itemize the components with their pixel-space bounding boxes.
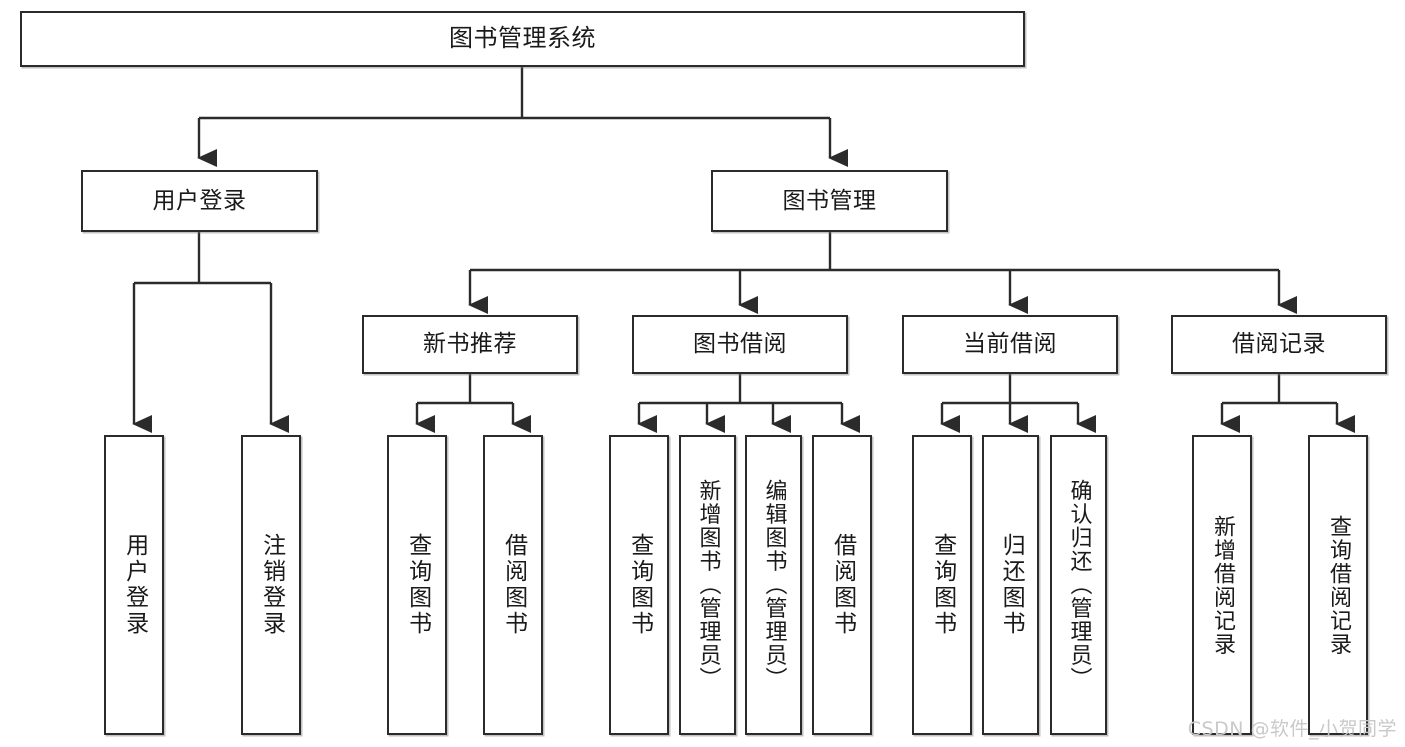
- node-label: 用户登录: [152, 187, 247, 214]
- leaf-user-login-logout[interactable]: 注销登录: [241, 435, 301, 735]
- leaf-user-login-login[interactable]: 用户登录: [104, 435, 164, 735]
- node-label: 查询借阅记录: [1325, 514, 1351, 656]
- node-label: 借阅记录: [1232, 331, 1326, 358]
- node-label: 用户登录: [121, 533, 148, 637]
- leaf-book-borrow-add-book-admin[interactable]: 新增图书（管理员）: [679, 435, 736, 735]
- node-label: 确认归还（管理员）: [1066, 479, 1092, 691]
- node-label: 借阅图书: [500, 533, 527, 637]
- node-label: 查询图书: [404, 533, 431, 637]
- leaf-borrow-record-query-record[interactable]: 查询借阅记录: [1308, 435, 1368, 735]
- node-label: 查询图书: [929, 533, 956, 637]
- csdn-watermark: CSDN @软件_小贺同学: [1187, 718, 1397, 740]
- node-root-book-management-system[interactable]: 图书管理系统: [20, 11, 1025, 67]
- node-label: 注销登录: [258, 533, 285, 637]
- node-label: 新增图书（管理员）: [695, 479, 721, 691]
- node-label: 借阅图书: [829, 533, 856, 637]
- node-label: 图书管理: [782, 187, 877, 214]
- leaf-book-borrow-edit-book-admin[interactable]: 编辑图书（管理员）: [745, 435, 802, 735]
- node-new-book-recommend[interactable]: 新书推荐: [362, 315, 578, 374]
- node-label: 当前借阅: [963, 331, 1057, 358]
- node-label: 新书推荐: [423, 331, 517, 358]
- leaf-borrow-record-add-record[interactable]: 新增借阅记录: [1192, 435, 1252, 735]
- node-book-borrow[interactable]: 图书借阅: [632, 315, 848, 374]
- leaf-current-borrow-query-book[interactable]: 查询图书: [912, 435, 972, 735]
- leaf-new-book-borrow-book[interactable]: 借阅图书: [483, 435, 543, 735]
- leaf-book-borrow-query-book[interactable]: 查询图书: [609, 435, 669, 735]
- leaf-new-book-query-book[interactable]: 查询图书: [387, 435, 447, 735]
- leaf-current-borrow-return-book[interactable]: 归还图书: [982, 435, 1039, 735]
- node-label: 新增借阅记录: [1209, 514, 1235, 656]
- leaf-current-borrow-confirm-return-admin[interactable]: 确认归还（管理员）: [1050, 435, 1107, 735]
- node-user-login[interactable]: 用户登录: [81, 170, 318, 232]
- node-label: 归还图书: [998, 533, 1025, 637]
- node-label: 图书借阅: [693, 331, 787, 358]
- node-label: 图书管理系统: [449, 24, 596, 53]
- node-label: 查询图书: [626, 533, 653, 637]
- node-book-management[interactable]: 图书管理: [711, 170, 948, 232]
- node-current-borrow[interactable]: 当前借阅: [902, 315, 1118, 374]
- leaf-book-borrow-borrow-book[interactable]: 借阅图书: [812, 435, 872, 735]
- node-borrow-record[interactable]: 借阅记录: [1171, 315, 1387, 374]
- node-label: 编辑图书（管理员）: [761, 479, 787, 691]
